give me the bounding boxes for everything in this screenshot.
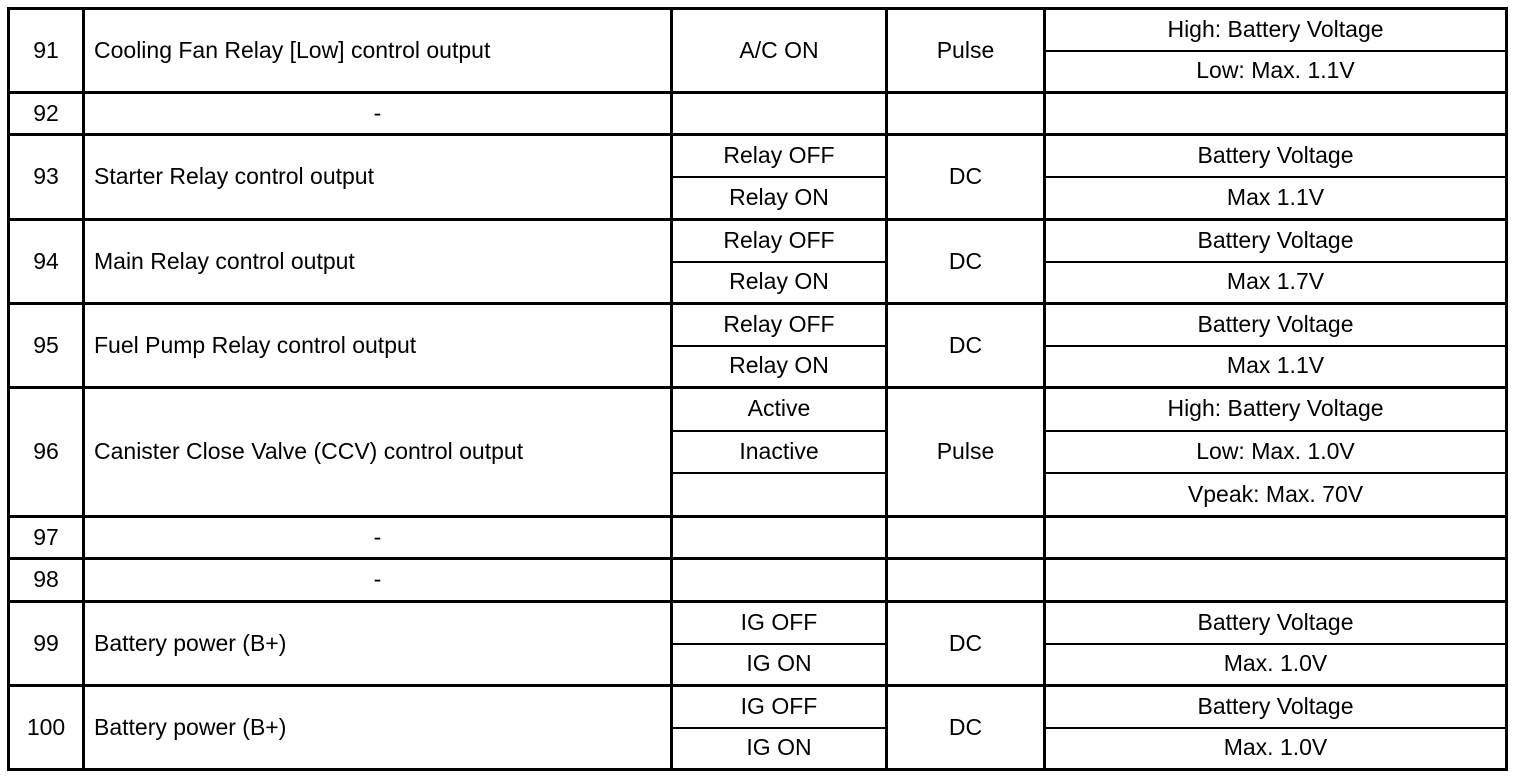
pin-number: 94 [8,219,85,305]
condition-value: IG OFF [673,687,885,729]
signal-type: Pulse [886,8,1046,94]
measured-value [1046,518,1505,557]
condition-value: Relay OFF [673,221,885,263]
pin-description: Cooling Fan Relay [Low] control output [83,8,673,94]
measured-value: Battery Voltage [1046,687,1505,729]
table-row: 93 Starter Relay control output Relay OF… [8,134,1507,221]
signal-type: DC [886,601,1046,687]
condition-value: Active [673,389,885,432]
condition-value: Relay OFF [673,305,885,347]
pin-value-group: High: Battery Voltage Low: Max. 1.0V Vpe… [1044,387,1507,518]
pin-description: Main Relay control output [83,219,673,305]
pin-number: 98 [8,558,85,603]
measured-value: Low: Max. 1.0V [1046,432,1505,475]
signal-type [886,516,1046,560]
pin-description: - [83,516,673,560]
condition-value: Relay ON [729,268,829,295]
condition-value: Relay ON [729,184,829,211]
pin-description: Starter Relay control output [83,134,673,221]
table-row: 98 - [8,558,1507,603]
pin-value-group: Battery Voltage Max 1.7V [1044,219,1507,305]
condition-value: IG ON [746,650,812,677]
table-row: 96 Canister Close Valve (CCV) control ou… [8,387,1507,518]
pin-condition-group: IG OFF IG ON [671,685,888,770]
pin-number: 100 [8,685,85,770]
pin-description: Canister Close Valve (CCV) control outpu… [83,387,673,518]
condition-value: IG ON [746,734,812,761]
signal-type [886,92,1046,136]
pin-number: 92 [8,92,85,136]
condition-value: Relay OFF [673,136,885,178]
signal-type [886,558,1046,603]
measured-value: High: Battery Voltage [1046,10,1505,52]
condition-value: IG OFF [673,603,885,645]
pin-value-group: Battery Voltage Max. 1.0V [1044,601,1507,687]
pin-condition-group: A/C ON [671,8,888,94]
table-row: 97 - [8,516,1507,560]
measured-value: Battery Voltage [1046,136,1505,178]
pin-value-group: Battery Voltage Max 1.1V [1044,303,1507,389]
measured-value: Low: Max. 1.1V [1196,57,1355,84]
pin-description: Fuel Pump Relay control output [83,303,673,389]
table-row: 100 Battery power (B+) IG OFF IG ON DC B… [8,685,1507,770]
table-row: 92 - [8,92,1507,136]
pin-condition-group: Relay OFF Relay ON [671,303,888,389]
pin-condition-group: Active Inactive [671,387,888,518]
pin-number: 96 [8,387,85,518]
pin-value-group [1044,516,1507,560]
measured-value: Max 1.1V [1226,184,1325,211]
pin-number: 99 [8,601,85,687]
signal-type: DC [886,303,1046,389]
measured-value [1046,94,1505,133]
condition-value [673,474,885,515]
measured-value: Vpeak: Max. 70V [1187,480,1364,507]
pin-number: 97 [8,516,85,560]
measured-value: Battery Voltage [1046,305,1505,347]
signal-type: DC [886,219,1046,305]
pin-number: 93 [8,134,85,221]
measured-value: Battery Voltage [1046,603,1505,645]
pin-condition-group [671,558,888,603]
pin-description: Battery power (B+) [83,685,673,770]
measured-value: Battery Voltage [1046,221,1505,263]
signal-type: DC [886,134,1046,221]
condition-value [673,94,885,133]
table-row: 91 Cooling Fan Relay [Low] control outpu… [8,8,1507,94]
measured-value [1046,560,1505,600]
pin-number: 91 [8,8,85,94]
pin-condition-group: IG OFF IG ON [671,601,888,687]
pin-number: 95 [8,303,85,389]
measured-value: Max. 1.0V [1223,734,1328,761]
table-row: 94 Main Relay control output Relay OFF R… [8,219,1507,305]
condition-value: A/C ON [739,36,819,63]
table-row: 99 Battery power (B+) IG OFF IG ON DC Ba… [8,601,1507,687]
pin-value-group: Battery Voltage Max. 1.0V [1045,686,1507,770]
table-row: 95 Fuel Pump Relay control output Relay … [8,303,1507,389]
measured-value: Max. 1.0V [1223,650,1328,677]
pin-description: Battery power (B+) [83,601,673,687]
condition-value [673,518,885,557]
condition-value: Relay ON [729,352,829,379]
signal-type: Pulse [886,387,1046,518]
measured-value: High: Battery Voltage [1046,389,1505,432]
pin-value-group [1044,92,1507,136]
condition-value [673,560,885,600]
pin-condition-group [671,92,888,136]
ecu-pin-specification-table: 91 Cooling Fan Relay [Low] control outpu… [7,7,1508,771]
pin-condition-group: Relay OFF Relay ON [671,134,888,221]
table-body: 91 Cooling Fan Relay [Low] control outpu… [8,8,1507,770]
pin-description: - [83,92,673,136]
condition-value: Inactive [673,432,885,475]
measured-value: Max 1.1V [1226,352,1325,379]
pin-value-group [1044,558,1507,603]
signal-type: DC [886,685,1046,770]
pin-value-group: Battery Voltage Max 1.1V [1044,134,1507,221]
pin-value-group: High: Battery Voltage Low: Max. 1.1V [1044,8,1507,94]
pin-condition-group: Relay OFF Relay ON [671,219,888,305]
pin-description: - [83,558,673,603]
pin-condition-group [671,516,888,560]
measured-value: Max 1.7V [1226,268,1325,295]
